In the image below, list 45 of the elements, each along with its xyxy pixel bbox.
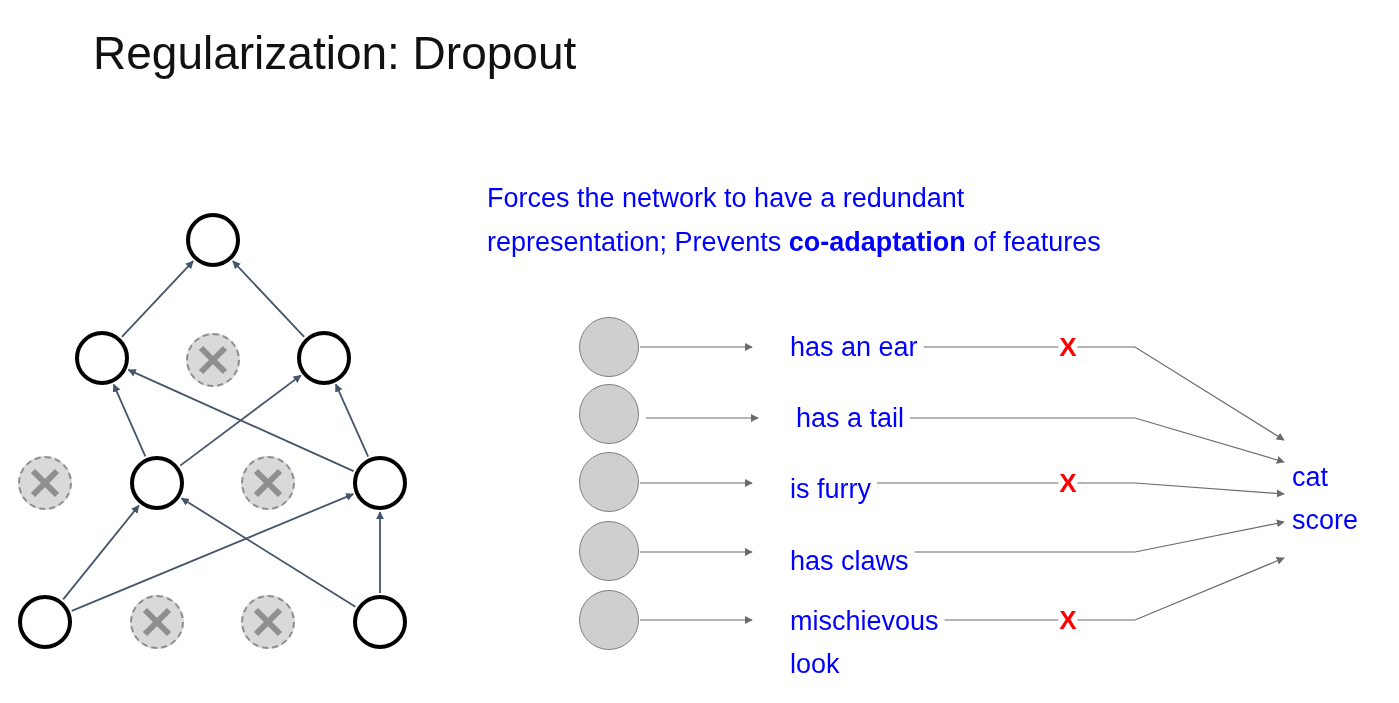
feature-circle (579, 384, 639, 444)
arrow (639, 616, 753, 624)
feature-label: has an ear (790, 331, 919, 364)
arrow (70, 493, 355, 612)
arrow (334, 383, 370, 458)
arrow (913, 519, 1285, 553)
arrow (639, 548, 753, 556)
neuron-circle (18, 595, 72, 649)
feature-circle (579, 452, 639, 512)
arrow (909, 417, 1285, 464)
arrow (180, 497, 357, 608)
feature-circle (579, 590, 639, 650)
description-text: Forces the network to have a redundant representation; Prevents co-adaptation of features (487, 182, 1102, 259)
arrow (645, 414, 759, 422)
slide-title: Regularization: Dropout (93, 26, 577, 80)
arrow (639, 479, 753, 487)
feature-label: has a tail (796, 402, 906, 435)
arrow (376, 511, 384, 594)
dropped-neuron-circle (186, 333, 240, 387)
neuron-circle (353, 456, 407, 510)
neuron-circle (297, 331, 351, 385)
arrow (923, 346, 1285, 441)
neuron-circle (130, 456, 184, 510)
feature-label: has claws (790, 545, 910, 578)
arrow (876, 482, 1285, 498)
dropped-neuron-circle (130, 595, 184, 649)
arrow (112, 383, 147, 458)
arrow (231, 260, 306, 338)
feature-label: is furry (790, 473, 872, 506)
dropped-neuron-circle (18, 456, 72, 510)
dropped-neuron-circle (241, 456, 295, 510)
arrow (943, 557, 1285, 621)
arrow (62, 504, 140, 601)
neuron-circle (75, 331, 129, 385)
arrow (127, 369, 355, 472)
dropped-neuron-circle (241, 595, 295, 649)
feature-circle (579, 521, 639, 581)
neuron-circle (353, 595, 407, 649)
arrow (120, 260, 195, 338)
feature-label: mischievous look (790, 605, 940, 681)
output-label: cat score (1292, 461, 1360, 537)
arrow (179, 374, 302, 467)
feature-circle (579, 317, 639, 377)
neuron-circle (186, 213, 240, 267)
arrow (639, 343, 753, 351)
